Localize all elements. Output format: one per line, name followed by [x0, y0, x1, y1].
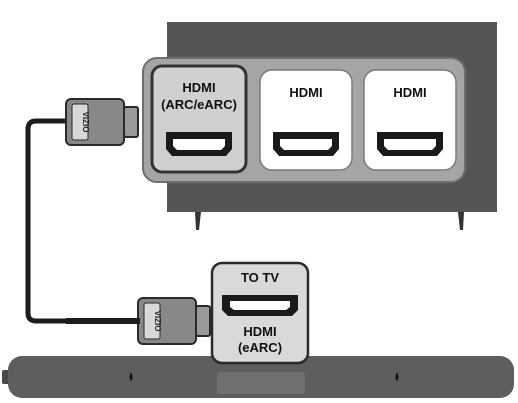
tv-hdmi-port-panel: HDMI (ARC/eARC) HDMI HDMI — [142, 57, 466, 183]
soundbar: TO TV HDMI (eARC) — [2, 261, 514, 398]
tv-port-sublabel: (ARC/eARC) — [161, 97, 237, 112]
soundbar-port-top-label: TO TV — [241, 270, 279, 285]
hdmi-cable-segment — [66, 318, 140, 324]
tv-port-hdmi-3: HDMI — [363, 69, 457, 171]
tv-port-hdmi-arc: HDMI (ARC/eARC) — [150, 64, 248, 174]
hdmi-cable — [25, 118, 70, 324]
hdmi-plug-icon: VIZIO — [137, 297, 211, 345]
tv-port-hdmi-2: HDMI — [259, 69, 353, 171]
soundbar-port-hdmi-earc: TO TV HDMI (eARC) — [210, 261, 310, 365]
tv-right-foot — [458, 212, 464, 230]
soundbar-port-label: HDMI — [243, 324, 276, 339]
hdmi-port-icon — [273, 132, 339, 156]
plug-brand-label: VIZIO — [81, 112, 90, 133]
hdmi-port-icon — [166, 132, 232, 156]
soundbar-port-sublabel: (eARC) — [238, 340, 282, 355]
soundbar-mount-hole-right — [395, 372, 399, 381]
soundbar-mount-hole-left — [129, 372, 133, 381]
plug-brand-label-box — [71, 103, 89, 141]
plug-tip — [195, 305, 211, 337]
hdmi-port-icon — [222, 295, 298, 316]
plug-brand-label: VIZIO — [153, 311, 162, 332]
tv-left-foot — [195, 212, 201, 230]
tv-port-label: HDMI — [289, 85, 322, 100]
hdmi-port-icon — [377, 132, 443, 156]
tv-port-label: HDMI — [393, 85, 426, 100]
tv-port-label: HDMI — [182, 80, 215, 95]
hdmi-plug-icon: VIZIO — [65, 98, 139, 146]
plug-brand-label-box — [143, 302, 161, 340]
plug-tip — [123, 106, 139, 138]
tv: HDMI (ARC/eARC) HDMI HDMI — [142, 22, 497, 230]
soundbar-port-bay — [217, 372, 305, 394]
